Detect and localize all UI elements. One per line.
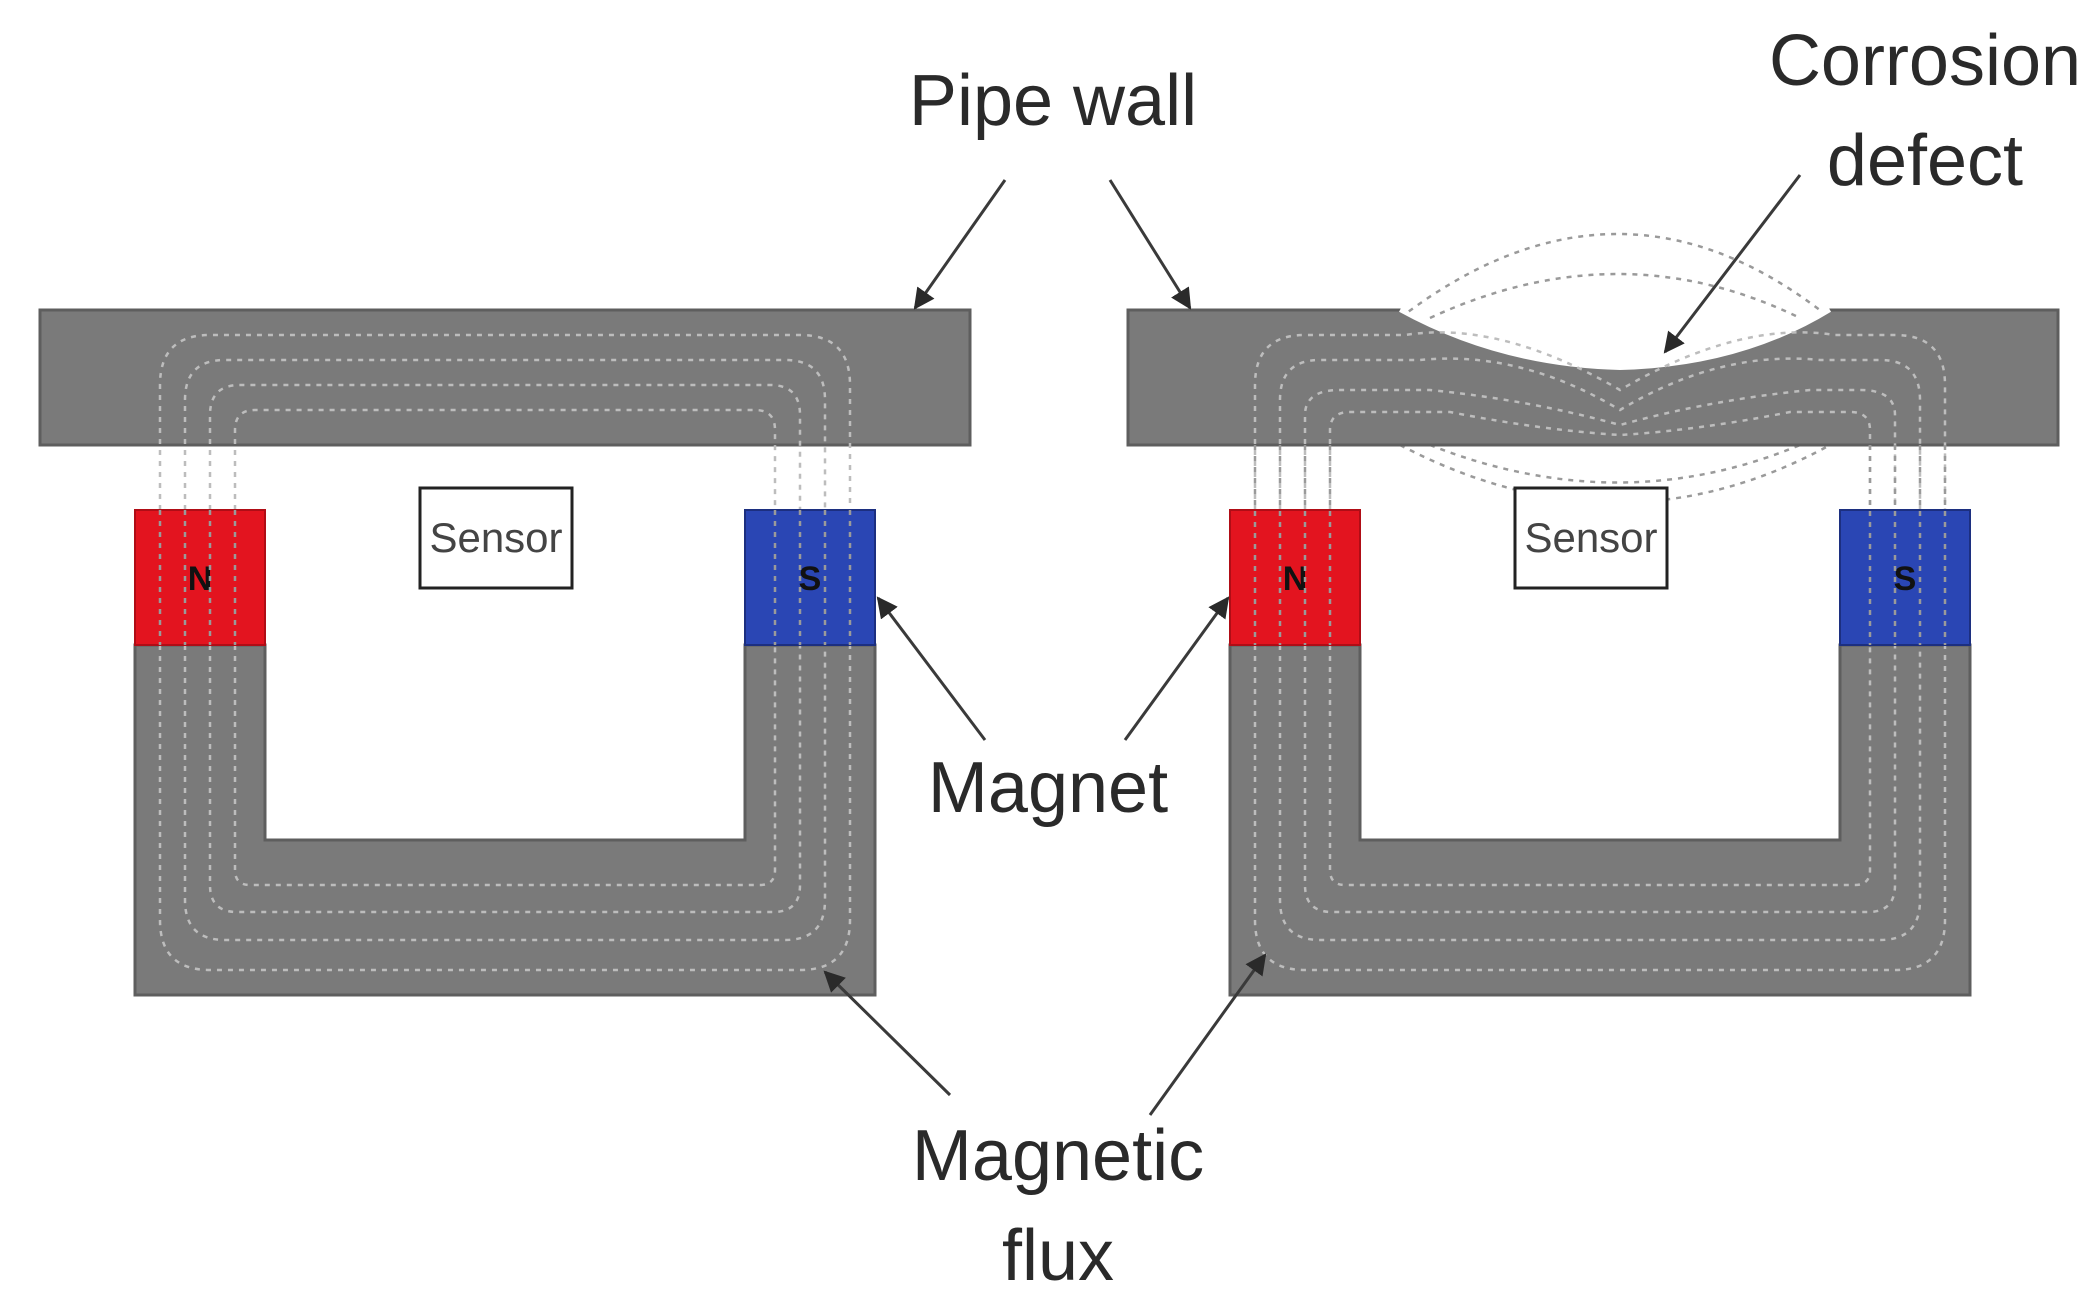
corrosion-defect-arrow <box>1663 174 1802 354</box>
left-north-label: N <box>188 560 213 598</box>
right-north-magnet <box>1229 509 1361 646</box>
right-south-label: S <box>1894 560 1917 598</box>
right-yoke <box>1228 643 1972 997</box>
left-south-flux <box>773 510 852 645</box>
corrosion-defect-label-line2: defect <box>1827 121 2023 201</box>
left-pipe-wall <box>38 308 972 447</box>
corrosion-defect <box>1399 308 1832 371</box>
right-south-magnet <box>1839 509 1971 646</box>
right-sensor-label: Sensor <box>1524 514 1657 561</box>
left-sensor-label: Sensor <box>429 514 562 561</box>
right-sensor-box <box>1513 486 1669 590</box>
right-north-label: N <box>1283 560 1308 598</box>
magnet-arrow-right <box>1123 596 1230 741</box>
left-flux-lines <box>158 333 852 972</box>
pipe-wall-label: Pipe wall <box>909 61 1197 141</box>
right-south-flux <box>1868 445 1947 645</box>
right-north-flux <box>1253 445 1332 645</box>
right-flux-lines <box>1399 232 1831 504</box>
left-north-flux <box>158 510 237 645</box>
left-south-label: S <box>799 560 822 598</box>
left-sensor-box <box>418 486 574 590</box>
pipe-wall-arrow-left <box>913 179 1007 310</box>
magnet-arrow-left <box>876 596 987 741</box>
left-north-magnet <box>134 509 266 646</box>
magnet-label: Magnet <box>928 748 1168 828</box>
left-south-magnet <box>744 509 876 646</box>
left-panel: N S Sensor <box>38 308 972 997</box>
magnetic-flux-arrow-right <box>1148 953 1267 1116</box>
right-panel: N S Sensor <box>1126 232 2060 997</box>
pipe-wall-arrow-right <box>1108 179 1192 310</box>
magnetic-flux-arrow-left <box>823 970 952 1097</box>
magnetic-flux-label-line2: flux <box>1002 1216 1114 1296</box>
right-flux-lines-inner <box>1253 331 1947 972</box>
left-yoke <box>133 643 877 997</box>
right-pipe-wall <box>1126 308 2060 447</box>
magnetic-flux-label-line1: Magnetic <box>912 1116 1204 1196</box>
corrosion-defect-label-line1: Corrosion <box>1769 21 2081 101</box>
